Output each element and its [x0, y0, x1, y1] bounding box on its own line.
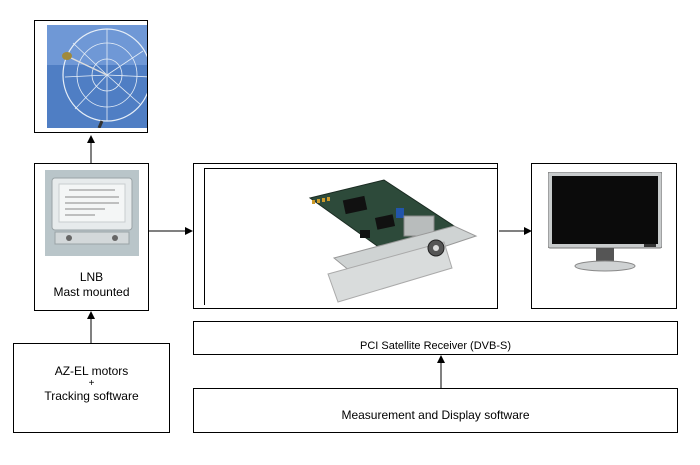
dish-box	[34, 20, 148, 133]
satellite-dish-icon	[47, 25, 147, 128]
receiver-box: PCI Satellite Receiver (DVB-S)	[193, 321, 678, 355]
software-label: Measurement and Display software	[341, 408, 530, 422]
motors-label-line1: AZ-EL motors	[54, 364, 129, 378]
software-box: Measurement and Display software	[193, 388, 678, 433]
lnb-box: LNB Mast mounted	[34, 163, 149, 311]
lnb-label: LNB Mast mounted	[35, 270, 148, 300]
lnb-label-line1: LNB	[79, 270, 104, 284]
receiver-label: PCI Satellite Receiver (DVB-S)	[360, 340, 511, 352]
lnb-label-line2: Mast mounted	[53, 285, 130, 299]
pci-card-box	[193, 163, 498, 309]
monitor-box	[531, 163, 677, 309]
motors-box: AZ-EL motors + Tracking software	[13, 343, 170, 433]
lnb-icon	[45, 170, 139, 256]
pci-card-inner-frame	[204, 168, 497, 305]
lcd-monitor-icon	[548, 172, 662, 272]
motors-label: AZ-EL motors + Tracking software	[14, 364, 169, 404]
motors-label-line2: +	[88, 378, 95, 389]
pci-card-icon	[308, 179, 478, 303]
motors-label-line3: Tracking software	[44, 389, 139, 403]
